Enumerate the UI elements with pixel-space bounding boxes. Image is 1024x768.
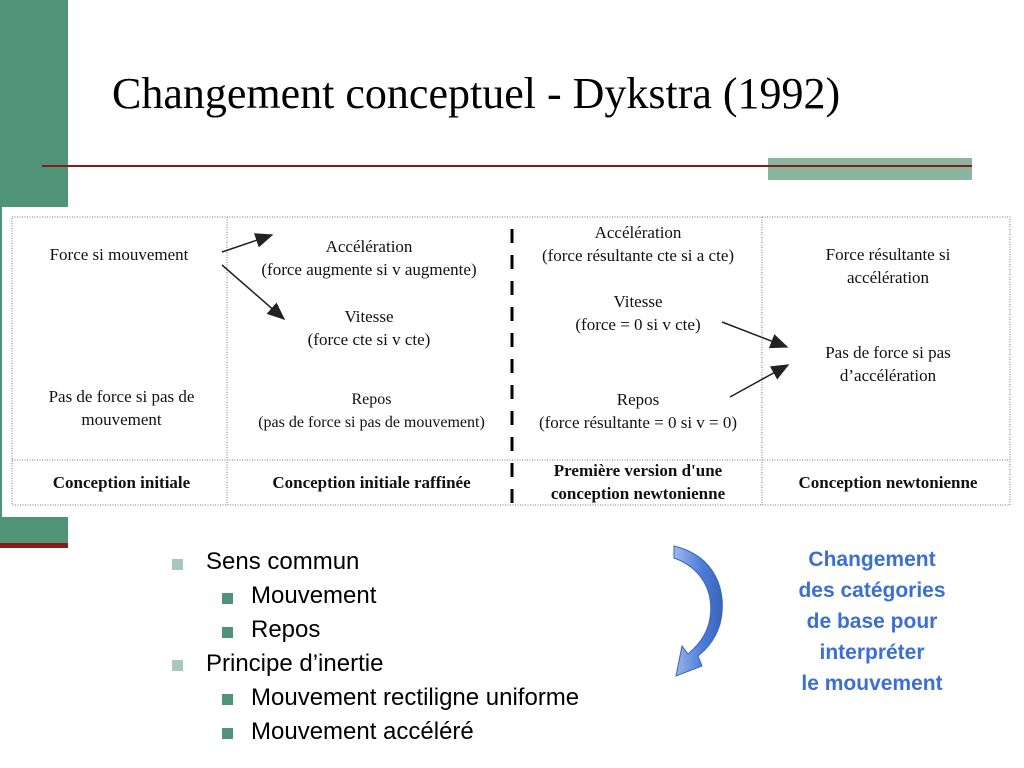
- col2-repos: Repos (pas de force si pas de mouvement): [258, 391, 485, 431]
- col2-vitesse: Vitesse (force cte si v cte): [307, 307, 431, 349]
- bullet-marker: [172, 559, 183, 570]
- curved-down-left-arrow-icon: [673, 545, 723, 677]
- arrow-repos-to-newton: [729, 364, 790, 398]
- title-rule-accent: [768, 158, 972, 180]
- callout-text: Changement des catégories de base pour i…: [798, 548, 946, 695]
- arrow-to-vitesse: [221, 264, 286, 320]
- diagram-grid: [11, 216, 1011, 506]
- col3-acceleration: Accélération (force résultante cte si a …: [541, 223, 735, 265]
- col2-footer: Conception initiale raffinée: [272, 473, 471, 492]
- bullet-marker: [222, 627, 233, 638]
- bullet-mru: Mouvement rectiligne uniforme: [251, 684, 580, 711]
- conception-diagram: Force si mouvement Pas de force si pas d…: [2, 207, 1012, 517]
- bullet-marker: [222, 728, 233, 739]
- col1-footer: Conception initiale: [52, 473, 191, 492]
- bullet-marker: [222, 694, 233, 705]
- col3-repos: Repos (force résultante = 0 si v = 0): [538, 390, 738, 432]
- bullet-sens-commun: Sens commun: [206, 548, 360, 575]
- left-accent-bar-red-edge: [0, 543, 68, 548]
- bullet-mouvement-accelere: Mouvement accéléré: [251, 718, 474, 745]
- bullet-repos: Repos: [251, 616, 321, 643]
- arrow-to-acceleration: [221, 233, 274, 253]
- col4-force-resultante: Force résultante si accélération: [825, 245, 951, 287]
- col1-force-si-mouvement: Force si mouvement: [49, 245, 189, 264]
- bullet-principe-inertie: Principe d’inertie: [206, 650, 384, 677]
- slide-title: Changement conceptuel - Dykstra (1992): [112, 69, 841, 118]
- arrow-vitesse-to-newton: [721, 321, 789, 349]
- title-rule: [42, 165, 972, 167]
- col4-footer: Conception newtonienne: [798, 473, 978, 492]
- col3-footer: Première version d'une conception newton…: [550, 461, 726, 503]
- col4-pas-de-force: Pas de force si pas d’accélération: [825, 343, 951, 385]
- col1-pas-de-force: Pas de force si pas de mouvement: [48, 387, 195, 429]
- col2-acceleration: Accélération (force augmente si v augmen…: [261, 237, 477, 279]
- bullet-marker: [222, 593, 233, 604]
- bullet-marker: [172, 660, 183, 671]
- col3-vitesse: Vitesse (force = 0 si v cte): [575, 292, 701, 334]
- bullet-mouvement: Mouvement: [251, 582, 377, 609]
